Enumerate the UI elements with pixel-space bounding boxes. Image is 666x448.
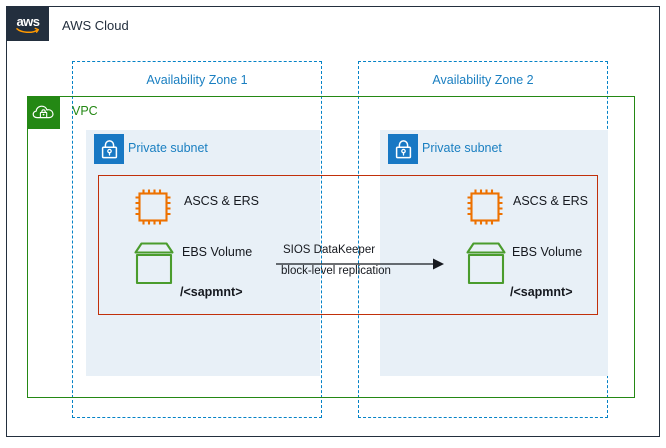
replication-label-line-1: SIOS DataKeeper xyxy=(283,244,376,256)
private-subnet-1-region xyxy=(86,130,320,376)
aws-smile-icon xyxy=(16,27,40,33)
aws-cloud-label: AWS Cloud xyxy=(62,18,129,33)
ebs-volume-icon xyxy=(132,240,176,288)
vpc-cloud-lock-icon xyxy=(27,96,60,129)
ec2-instance-2-label: ASCS & ERS xyxy=(513,194,589,208)
mount-point-1-label: /<sapmnt> xyxy=(180,285,243,299)
private-subnet-1-lock-icon xyxy=(94,134,124,164)
aws-cloud-boundary xyxy=(6,6,660,437)
replication-label-line-2: block-level replication xyxy=(281,265,391,277)
ec2-instance-icon xyxy=(131,185,175,229)
private-subnet-1-label: Private subnet xyxy=(128,141,208,155)
ebs-volume-2-label: EBS Volume xyxy=(512,245,583,259)
ec2-instance-icon xyxy=(463,185,507,229)
availability-zone-2-label: Availability Zone 2 xyxy=(432,73,534,87)
cluster-boundary xyxy=(98,175,598,315)
ebs-volume-1-label: EBS Volume xyxy=(182,245,253,259)
ec2-instance-1-label: ASCS & ERS xyxy=(184,194,260,208)
vpc-label: VPC xyxy=(72,104,98,118)
right-arrow-icon xyxy=(276,252,444,278)
vpc-boundary xyxy=(27,96,635,398)
ebs-volume-icon xyxy=(464,240,508,288)
availability-zone-1-boundary: Availability Zone 1 xyxy=(72,61,322,418)
private-subnet-2-lock-icon xyxy=(388,134,418,164)
aws-logo-text: aws xyxy=(16,13,40,29)
mount-point-2-label: /<sapmnt> xyxy=(510,285,573,299)
private-subnet-2-label: Private subnet xyxy=(422,141,502,155)
aws-logo-icon: aws xyxy=(7,7,49,41)
availability-zone-1-label: Availability Zone 1 xyxy=(146,73,248,87)
